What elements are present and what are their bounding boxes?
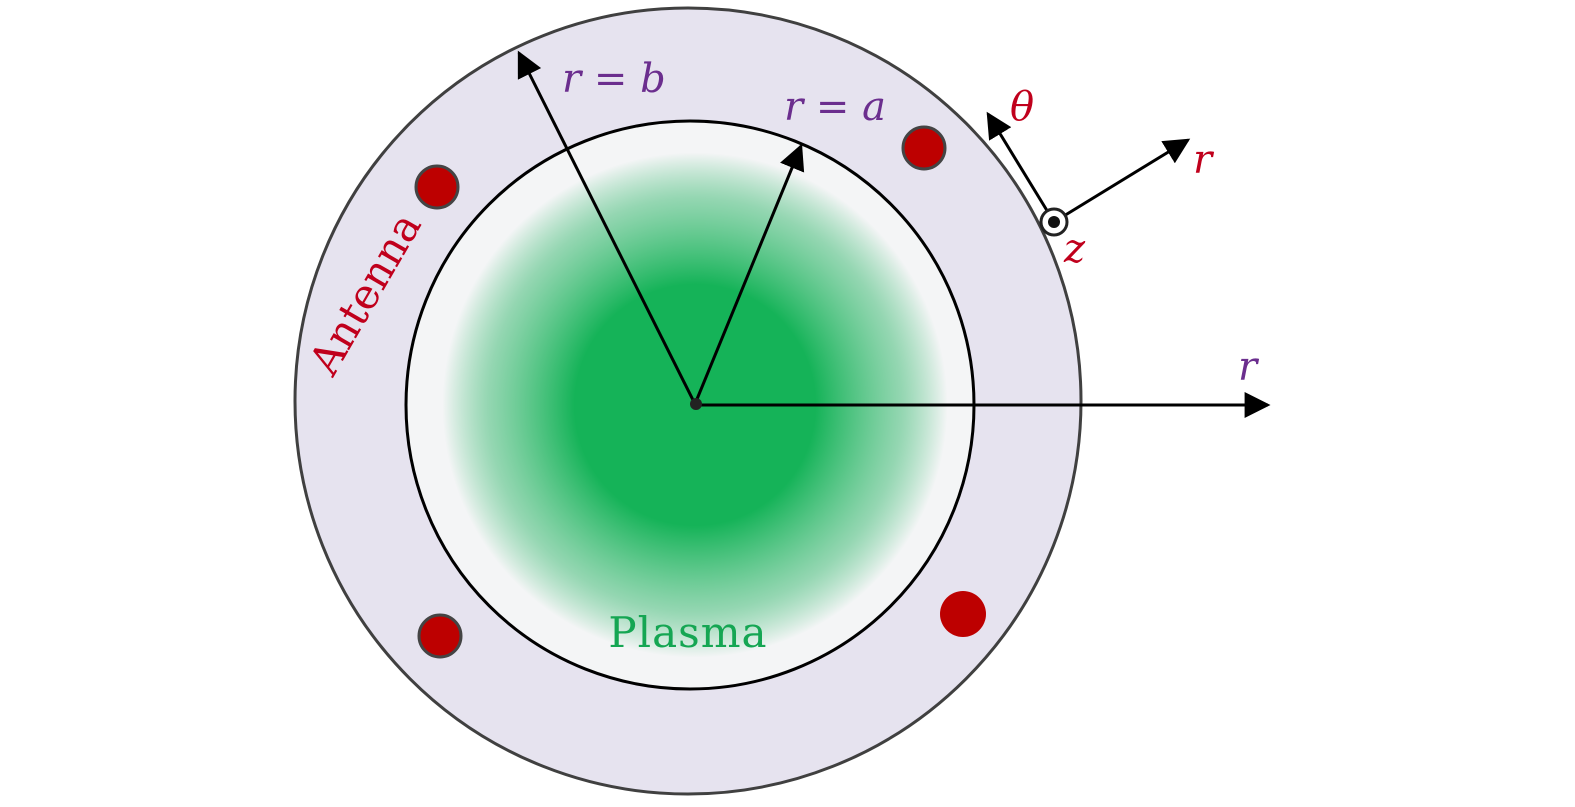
local-theta-arrow	[986, 111, 1056, 223]
conductor-bottom-left-icon	[417, 613, 463, 659]
local-theta-label: θ	[1010, 84, 1034, 130]
z-out-of-page-dot	[1048, 216, 1060, 228]
radius-b-label: r = b	[562, 56, 666, 102]
conductor-top-left-icon	[414, 164, 460, 210]
r-axis-label: r	[1238, 344, 1260, 390]
local-z-label: z	[1063, 226, 1086, 272]
local-r-label: r	[1193, 137, 1215, 183]
conductor-top-right-icon	[901, 125, 947, 171]
center-point	[690, 398, 702, 410]
antenna-conductors	[414, 125, 986, 659]
conductor-bottom-right-icon	[940, 591, 986, 637]
radius-a-arrow	[693, 143, 805, 405]
local-coordinate-frame	[986, 111, 1191, 237]
plasma-label: Plasma	[608, 608, 767, 657]
radius-b-arrow	[517, 50, 697, 405]
radius-a-label: r = a	[784, 84, 886, 130]
local-r-arrow	[1053, 138, 1191, 224]
